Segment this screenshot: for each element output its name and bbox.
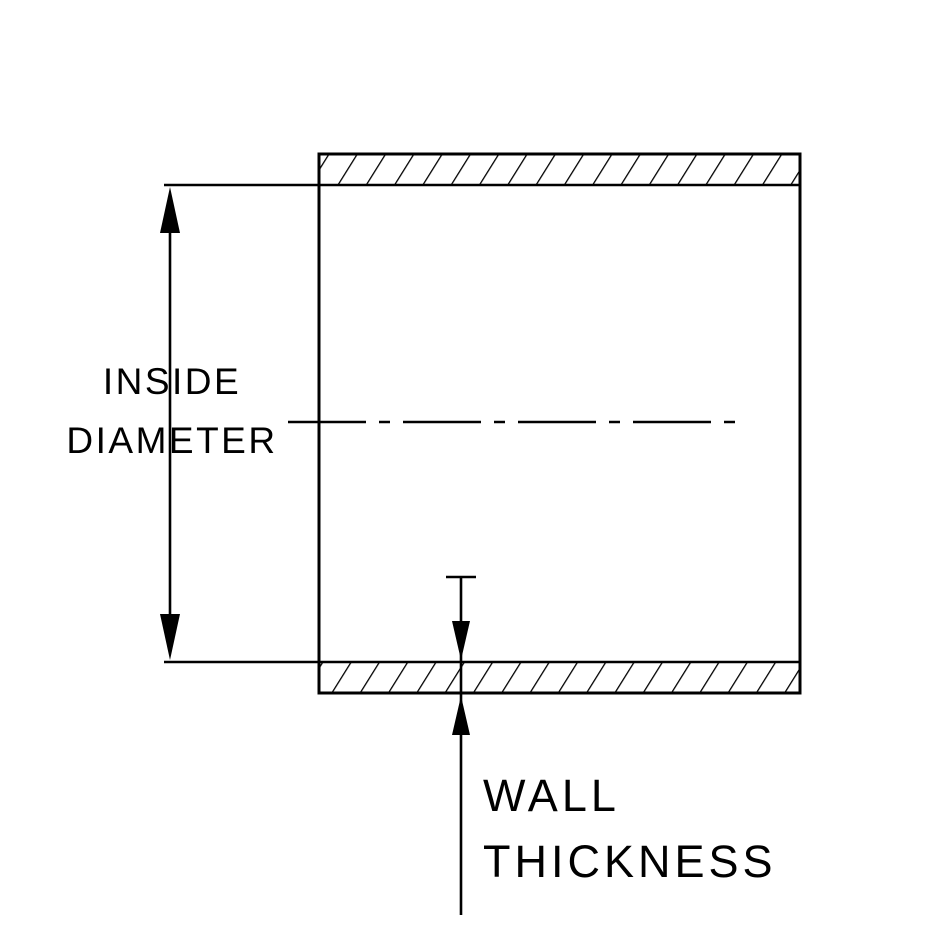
down-arrowhead-icon bbox=[452, 621, 470, 660]
bottom-wall-hatching bbox=[319, 662, 800, 693]
down-arrowhead-icon bbox=[160, 614, 180, 660]
inside-diameter-label-line1: INSIDE bbox=[103, 361, 241, 402]
wall-thickness-leader: WALL THICKNESS bbox=[446, 575, 777, 915]
inside-diameter-label-line2: DIAMETER bbox=[66, 420, 277, 461]
up-arrowhead-icon bbox=[452, 696, 470, 735]
up-arrowhead-icon bbox=[160, 187, 180, 233]
tube-outline bbox=[317, 152, 802, 695]
tube-cross-section bbox=[288, 152, 802, 695]
top-wall-hatching bbox=[319, 154, 800, 185]
inside-diameter-dimension: INSIDE DIAMETER bbox=[66, 183, 319, 664]
wall-thickness-label-line2: THICKNESS bbox=[483, 836, 777, 887]
wall-thickness-label-line1: WALL bbox=[483, 770, 620, 821]
